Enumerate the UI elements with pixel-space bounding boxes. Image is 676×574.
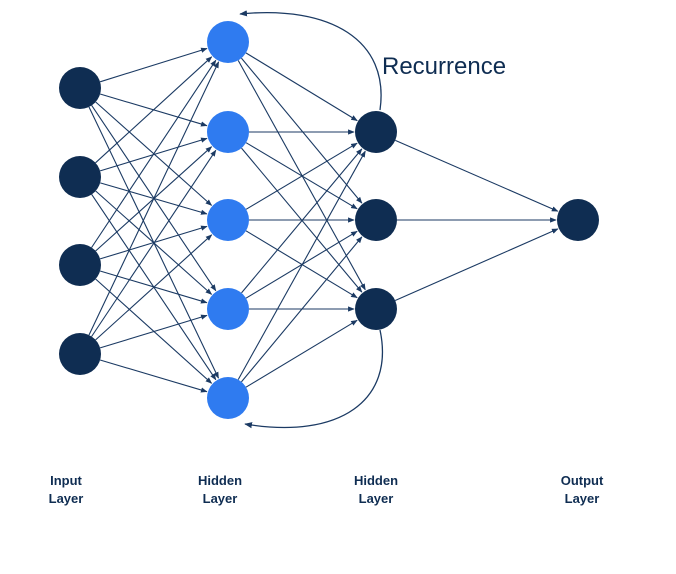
input-node-3 [59,244,101,286]
hidden-layer-2-label-line2: Layer [359,491,394,506]
hidden1-node-5 [207,377,249,419]
output-layer-label-line1: Output [561,473,604,488]
edge-input-4-to-hidden1-2 [91,149,217,337]
recurrence-loop-top [239,10,382,111]
input-node-4 [59,333,101,375]
edge-hidden1-1-to-hidden2-1 [245,52,358,122]
connections [88,47,559,393]
output-layer-label-line2: Layer [565,491,600,506]
hidden1-node-2 [207,111,249,153]
edge-hidden1-4-to-hidden2-1 [241,148,363,294]
edge-input-4-to-hidden1-5 [99,359,208,393]
input-layer-label-line2: Layer [49,491,84,506]
edge-hidden1-1-to-hidden2-2 [240,57,363,204]
edge-hidden2-1-to-output-1 [395,139,559,212]
edge-hidden1-5-to-hidden2-2 [240,236,363,383]
recurrence-caption: Recurrence [382,53,506,80]
output-node-1 [557,199,599,241]
edge-hidden1-3-to-hidden2-1 [245,142,358,210]
input-node-2 [59,156,101,198]
recurrence-loop-bottom [244,329,384,429]
hidden1-node-4 [207,288,249,330]
edge-input-1-to-hidden1-1 [99,47,208,83]
input-layer-label-line1: Input [50,473,82,488]
input-node-1 [59,67,101,109]
hidden2-node-1 [355,111,397,153]
edge-input-3-to-hidden1-1 [91,59,217,248]
edge-hidden1-5-to-hidden2-3 [245,319,358,388]
hidden1-node-3 [207,199,249,241]
hidden2-node-3 [355,288,397,330]
edge-input-4-to-hidden1-3 [95,234,213,341]
nodes [59,21,599,419]
hidden-layer-2-label-line1: Hidden [354,473,398,488]
edge-input-4-to-hidden1-4 [99,314,208,349]
hidden2-node-2 [355,199,397,241]
edge-hidden1-5-to-hidden2-1 [237,150,366,380]
hidden-layer-1-label-line2: Layer [203,491,238,506]
edge-hidden2-3-to-output-1 [394,228,559,302]
hidden1-node-1 [207,21,249,63]
edge-hidden1-1-to-hidden2-3 [237,60,366,291]
hidden-layer-1-label-line1: Hidden [198,473,242,488]
edge-input-4-to-hidden1-1 [88,61,220,336]
edge-input-2-to-hidden1-1 [95,56,213,164]
